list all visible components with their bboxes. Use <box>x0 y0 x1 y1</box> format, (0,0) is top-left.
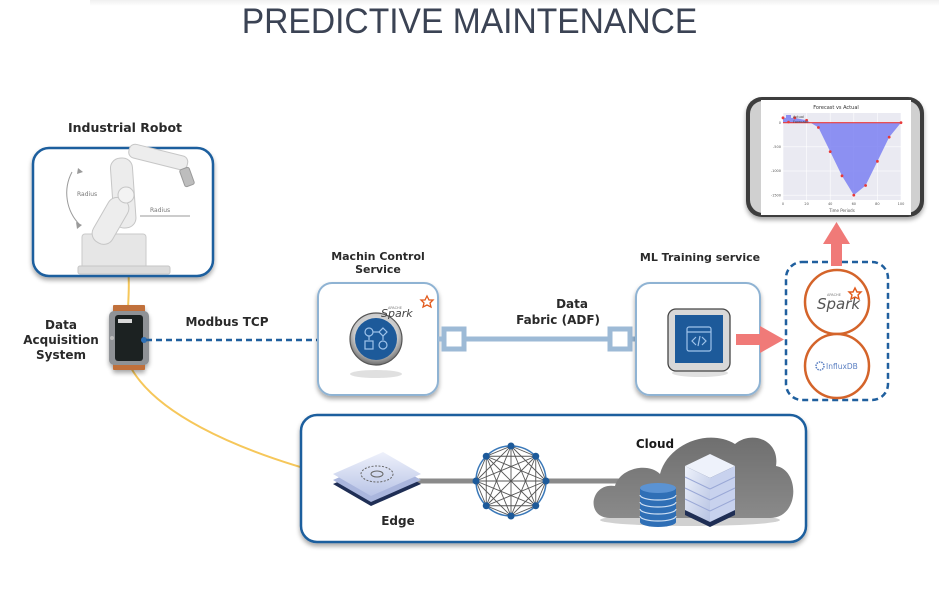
chart-xtick-label: 40 <box>828 202 832 206</box>
server-rack-icon <box>684 454 736 527</box>
chart-xtick-label: 100 <box>898 202 905 206</box>
forecast-chart: Forecast vs Actual 0 20 40 60 80 100 -1500 -100… <box>771 105 905 213</box>
fabric-connector-right <box>607 326 633 352</box>
chart-xtick-label: 20 <box>804 202 808 206</box>
influxdb-storage-node <box>803 332 871 400</box>
chart-point-actual <box>887 135 891 139</box>
chart-series-actual-area <box>783 117 901 196</box>
mesh-link <box>510 445 536 457</box>
chart-legend: Actual Forecast <box>786 115 808 124</box>
mesh-node <box>482 452 490 460</box>
svg-text:APACHE: APACHE <box>827 293 841 297</box>
network-mesh-icon <box>472 442 550 520</box>
mesh-node <box>472 477 480 485</box>
mesh-node <box>532 452 540 460</box>
mesh-node <box>542 477 550 485</box>
chart-point-actual <box>852 193 856 197</box>
mesh-node <box>507 512 515 520</box>
mesh-node <box>507 442 515 450</box>
daq-device-icon <box>109 305 149 370</box>
chart-point-actual <box>828 150 832 154</box>
chart-ytick-label: -1500 <box>771 193 781 197</box>
mesh-link <box>475 480 487 506</box>
machine-control-label-line2: Service <box>355 263 401 276</box>
daq-label-line1: Data <box>45 318 77 332</box>
slide-top-shadow <box>90 0 939 6</box>
chart-ytick-label: -1000 <box>771 169 781 173</box>
svg-text:InfluxDB: InfluxDB <box>826 362 858 371</box>
legend-label-actual: Actual <box>793 115 804 119</box>
machine-control-label: Machin Control Service <box>318 250 438 276</box>
code-window-icon <box>686 326 712 352</box>
ml-training-label: ML Training service <box>639 251 761 264</box>
robot-radius-label-1: Radius <box>77 191 97 198</box>
spark-logo-icon: APACHE Spark <box>381 294 435 320</box>
svg-text:APACHE: APACHE <box>388 306 402 310</box>
chart-point-actual <box>899 121 903 125</box>
mesh-link <box>510 505 536 517</box>
machine-control-label-line1: Machin Control <box>331 250 425 263</box>
spark-logo-icon: APACHE Spark <box>817 286 863 313</box>
chart-point-actual <box>781 116 785 120</box>
svg-text:Spark: Spark <box>381 307 413 320</box>
data-fabric-label-line2: Fabric (ADF) <box>516 313 600 327</box>
ml-to-storage-arrow <box>736 326 784 353</box>
chart-xtick-label: 60 <box>852 202 856 206</box>
influxdb-logo-icon: InfluxDB <box>815 361 858 371</box>
edge-device-icon <box>333 452 421 506</box>
robot-radius-label-2: Radius <box>150 207 170 214</box>
mesh-link <box>485 455 537 507</box>
robot-label: Industrial Robot <box>67 120 183 135</box>
mesh-link <box>535 456 547 482</box>
database-icon <box>639 483 677 527</box>
mesh-link <box>535 480 547 506</box>
mesh-node <box>482 502 490 510</box>
chart-point-actual <box>864 184 867 187</box>
mesh-link <box>475 456 487 482</box>
page-title: PREDICTIVE MAINTENANCE <box>241 2 698 41</box>
chart-xtick-label: 0 <box>782 202 784 206</box>
chart-point-actual <box>793 116 797 120</box>
chart-point-actual <box>805 118 808 122</box>
chart-ytick-label: -500 <box>773 145 781 149</box>
legend-swatch-forecast <box>787 120 790 124</box>
mesh-link <box>486 505 512 517</box>
mesh-link <box>486 445 512 457</box>
robot-arm-illustration <box>66 143 195 275</box>
modbus-label: Modbus TCP <box>185 315 269 329</box>
mesh-link <box>485 456 512 517</box>
workflow-icon <box>364 327 388 350</box>
mesh-link <box>475 480 512 517</box>
chart-ytick-label: 0 <box>779 121 781 125</box>
chart-point-actual <box>876 159 879 163</box>
chart-xtick-label: 80 <box>875 202 879 206</box>
chart-xlabel: Time Periods <box>828 208 855 213</box>
daq-label: Data Acquisition System <box>16 318 106 363</box>
chart-point-actual <box>817 126 820 129</box>
data-fabric-label-line1: Data <box>556 297 588 311</box>
mesh-node <box>532 502 540 510</box>
daq-label-line2: Acquisition <box>23 333 99 347</box>
cloud-label: Cloud <box>635 437 675 451</box>
daq-label-line3: System <box>36 348 86 362</box>
chart-title: Forecast vs Actual <box>813 105 859 111</box>
chart-point-actual <box>840 174 844 178</box>
fabric-connector-left <box>441 326 467 352</box>
data-fabric-label: Data Fabric (ADF) <box>490 296 600 328</box>
edge-label: Edge <box>381 514 415 528</box>
mesh-link <box>486 455 547 482</box>
storage-to-dashboard-arrow <box>823 222 850 266</box>
legend-swatch-actual <box>786 115 791 118</box>
legend-label-forecast: Forecast <box>793 120 808 124</box>
